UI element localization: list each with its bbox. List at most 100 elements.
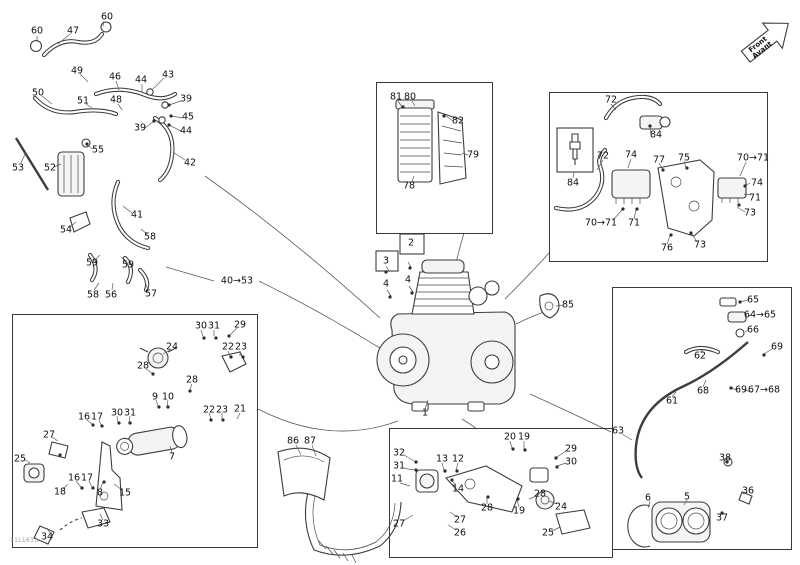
callout-58: 58 <box>86 289 100 301</box>
callout-20: 20 <box>503 431 517 443</box>
callout-16: 16 <box>77 411 91 423</box>
callout-19: 19 <box>512 505 526 517</box>
callout-30: 30 <box>564 456 578 468</box>
coolant-hose-art <box>14 21 178 293</box>
callout-74: 74 <box>624 149 638 161</box>
drawing-code: 11L1613 <box>10 537 39 544</box>
oil-system-art <box>627 297 753 548</box>
callout-69: 69 <box>734 384 748 396</box>
callout-9: 9 <box>151 391 159 403</box>
callout-43: 43 <box>161 69 175 81</box>
callout-28: 28 <box>533 488 547 500</box>
callout-67-68: 67→68 <box>747 384 781 396</box>
engine-art <box>375 233 560 412</box>
callout-72: 72 <box>604 94 618 106</box>
callout-23: 23 <box>234 341 248 353</box>
callout-61: 61 <box>665 395 679 407</box>
callout-63: 63 <box>611 425 625 437</box>
callout-82: 82 <box>451 115 465 127</box>
callout-56: 56 <box>104 289 118 301</box>
callout-76: 76 <box>660 242 674 254</box>
callout-30: 30 <box>194 320 208 332</box>
callout-60: 60 <box>30 25 44 37</box>
callout-11: 11 <box>390 473 404 485</box>
callout-59: 59 <box>85 257 99 269</box>
ignition-art <box>553 94 747 237</box>
callout-21: 21 <box>233 403 247 415</box>
callout-19: 19 <box>517 431 531 443</box>
front-direction-arrow: Front Avant <box>740 22 789 63</box>
callout-17: 17 <box>90 411 104 423</box>
callout-62: 62 <box>693 350 707 362</box>
callout-16: 16 <box>67 472 81 484</box>
callout-42: 42 <box>183 157 197 169</box>
callout-59: 59 <box>121 259 135 271</box>
leader-lines <box>20 20 773 534</box>
callout-6: 6 <box>644 492 652 504</box>
callout-14: 14 <box>451 483 465 495</box>
callout-73: 73 <box>693 239 707 251</box>
callout-37: 37 <box>715 512 729 524</box>
callout-8: 8 <box>96 487 104 499</box>
callout-65: 65 <box>746 294 760 306</box>
callout-31: 31 <box>123 407 137 419</box>
callout-30: 30 <box>110 407 124 419</box>
callout-31: 31 <box>392 460 406 472</box>
callout-58: 58 <box>143 231 157 243</box>
connector-lines <box>165 175 612 433</box>
callout-87: 87 <box>303 435 317 447</box>
callout-27: 27 <box>392 518 406 530</box>
callout-52: 52 <box>43 162 57 174</box>
callout-77: 77 <box>652 154 666 166</box>
callout-4: 4 <box>404 274 412 286</box>
callout-28: 28 <box>185 374 199 386</box>
callout-34: 34 <box>40 531 54 543</box>
callout-28: 28 <box>136 360 150 372</box>
air-filter-art <box>395 99 467 185</box>
engine-mount-art <box>415 465 591 535</box>
callout-29: 29 <box>564 443 578 455</box>
callout-25: 25 <box>13 453 27 465</box>
callout-79: 79 <box>466 149 480 161</box>
callout-22: 22 <box>202 404 216 416</box>
callout-17: 17 <box>80 472 94 484</box>
callout-71: 71 <box>748 192 762 204</box>
callout-7: 7 <box>168 451 176 463</box>
callout-31: 31 <box>207 320 221 332</box>
starter-art <box>23 347 247 545</box>
callout-60: 60 <box>100 11 114 23</box>
callout-48: 48 <box>109 94 123 106</box>
callout-64-65: 64→65 <box>743 309 777 321</box>
callout-13: 13 <box>435 453 449 465</box>
callout-73: 73 <box>743 207 757 219</box>
callout-28: 28 <box>480 502 494 514</box>
callout-18: 18 <box>53 486 67 498</box>
callout-70-71: 70→71 <box>584 217 618 229</box>
callout-84: 84 <box>566 177 580 189</box>
callout-71: 71 <box>627 217 641 229</box>
callout-80: 80 <box>403 91 417 103</box>
callout-40-53: 40→53 <box>220 275 254 287</box>
callout-44: 44 <box>179 125 193 137</box>
callout-70-71: 70→71 <box>736 152 770 164</box>
callout-12: 12 <box>451 453 465 465</box>
callout-72: 72 <box>596 150 610 162</box>
callout-27: 27 <box>42 429 56 441</box>
callout-81: 81 <box>389 91 403 103</box>
callout-66: 66 <box>746 324 760 336</box>
callout-23: 23 <box>215 404 229 416</box>
callout-2: 2 <box>407 237 415 249</box>
callout-69: 69 <box>770 341 784 353</box>
callout-32: 32 <box>392 447 406 459</box>
callout-78: 78 <box>402 180 416 192</box>
callout-4: 4 <box>382 278 390 290</box>
callout-15: 15 <box>118 487 132 499</box>
callout-54: 54 <box>59 224 73 236</box>
callout-39: 39 <box>179 93 193 105</box>
callout-5: 5 <box>683 491 691 503</box>
callout-25: 25 <box>541 527 555 539</box>
callout-27: 27 <box>453 514 467 526</box>
callout-53: 53 <box>11 162 25 174</box>
callout-86: 86 <box>286 435 300 447</box>
